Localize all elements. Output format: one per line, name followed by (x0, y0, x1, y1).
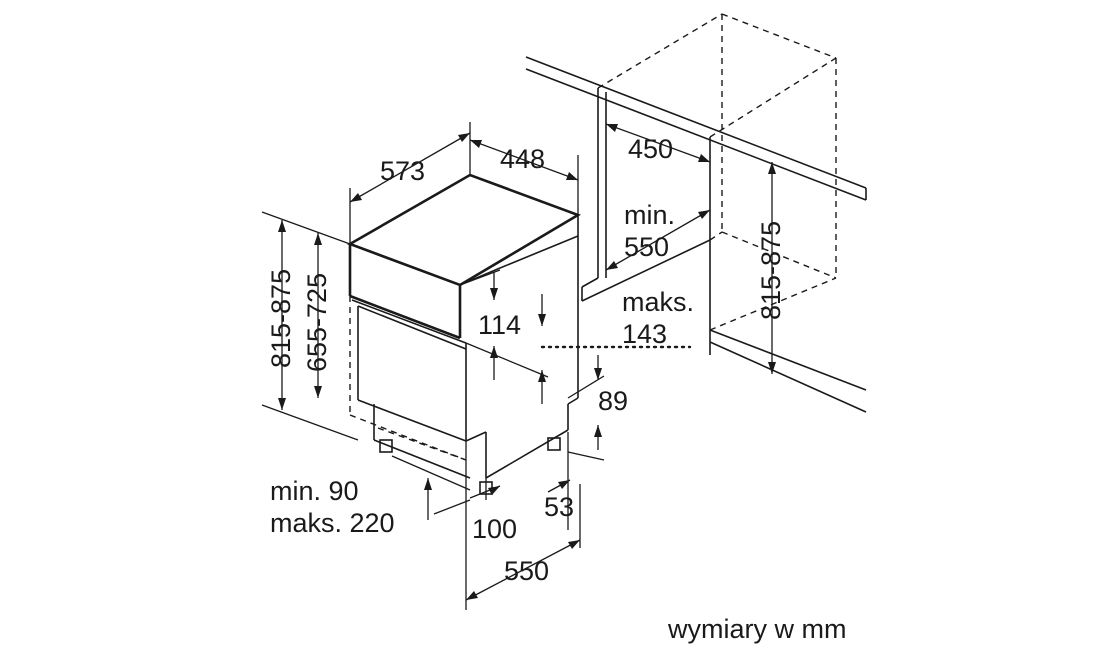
countertop (525, 56, 867, 201)
units-note: wymiary w mm (667, 614, 846, 644)
dishwasher-front (348, 244, 487, 478)
label-114: 114 (478, 310, 521, 340)
label-815-875-left: 815-875 (266, 269, 296, 368)
niche-dashed-volume (597, 13, 837, 331)
dim-min-550 (605, 209, 711, 271)
label-niche-550: 550 (624, 232, 669, 262)
dim-53 (547, 432, 605, 548)
label-plinth-min: min. 90 (270, 476, 359, 506)
niche-right-wall (709, 137, 867, 413)
dishwasher-side (459, 215, 579, 479)
dim-815-875-right (768, 162, 776, 374)
dim-655-725 (314, 233, 322, 398)
decor-panel-outline (349, 296, 467, 461)
dim-450 (605, 123, 711, 163)
label-100: 100 (472, 514, 517, 544)
label-maks: maks. (622, 287, 694, 317)
dim-114 (459, 269, 549, 380)
dim-448 (469, 139, 579, 215)
dishwasher-top (346, 173, 582, 287)
label-niche-min: min. (624, 200, 675, 230)
label-53: 53 (544, 492, 574, 522)
label-143: 143 (622, 319, 667, 349)
dim-plinth (391, 455, 471, 520)
dim-89 (567, 355, 605, 450)
label-550-bottom: 550 (504, 556, 549, 586)
label-plinth-maks: maks. 220 (270, 508, 395, 538)
dim-550-bottom (465, 539, 581, 601)
dim-maks-143 (538, 294, 692, 404)
label-655-725: 655-725 (302, 273, 332, 372)
label-450: 450 (628, 134, 673, 164)
label-815-875-right: 815-875 (756, 221, 786, 320)
niche-left-wall (581, 88, 711, 302)
dim-815-875-left (261, 211, 359, 441)
label-573: 573 (380, 156, 425, 186)
label-89: 89 (598, 386, 628, 416)
dim-573 (349, 122, 471, 244)
dim-100 (465, 441, 501, 610)
label-448: 448 (500, 144, 545, 174)
